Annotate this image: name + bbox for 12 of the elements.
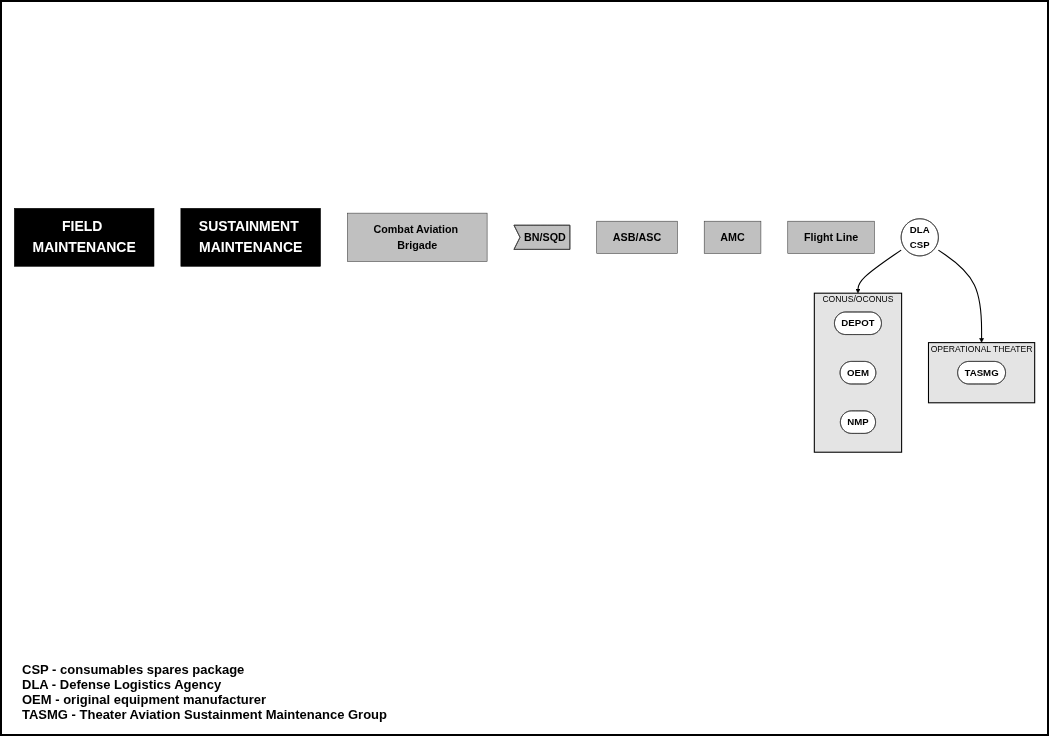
abbreviation-note: CSP - consumables spares package <box>22 662 245 677</box>
node-box: SUSTAINMENT MAINTENANCE <box>180 207 321 267</box>
arrow <box>937 249 984 343</box>
node-box: AMC <box>703 220 762 254</box>
node-box: Combat Aviation Brigade <box>347 212 488 262</box>
node-box: FIELD MAINTENANCE <box>14 207 155 267</box>
abbreviation-note: DLA - Defense Logistics Agency <box>22 677 222 692</box>
arrow <box>855 249 902 294</box>
abbreviation-note: TASMG - Theater Aviation Sustainment Maintenance Group <box>22 707 387 722</box>
node-box: Flight Line <box>787 220 875 254</box>
abbreviation-note: OEM - original equipment manufacturer <box>22 692 267 707</box>
node-box: ASB/ASC <box>596 220 678 254</box>
